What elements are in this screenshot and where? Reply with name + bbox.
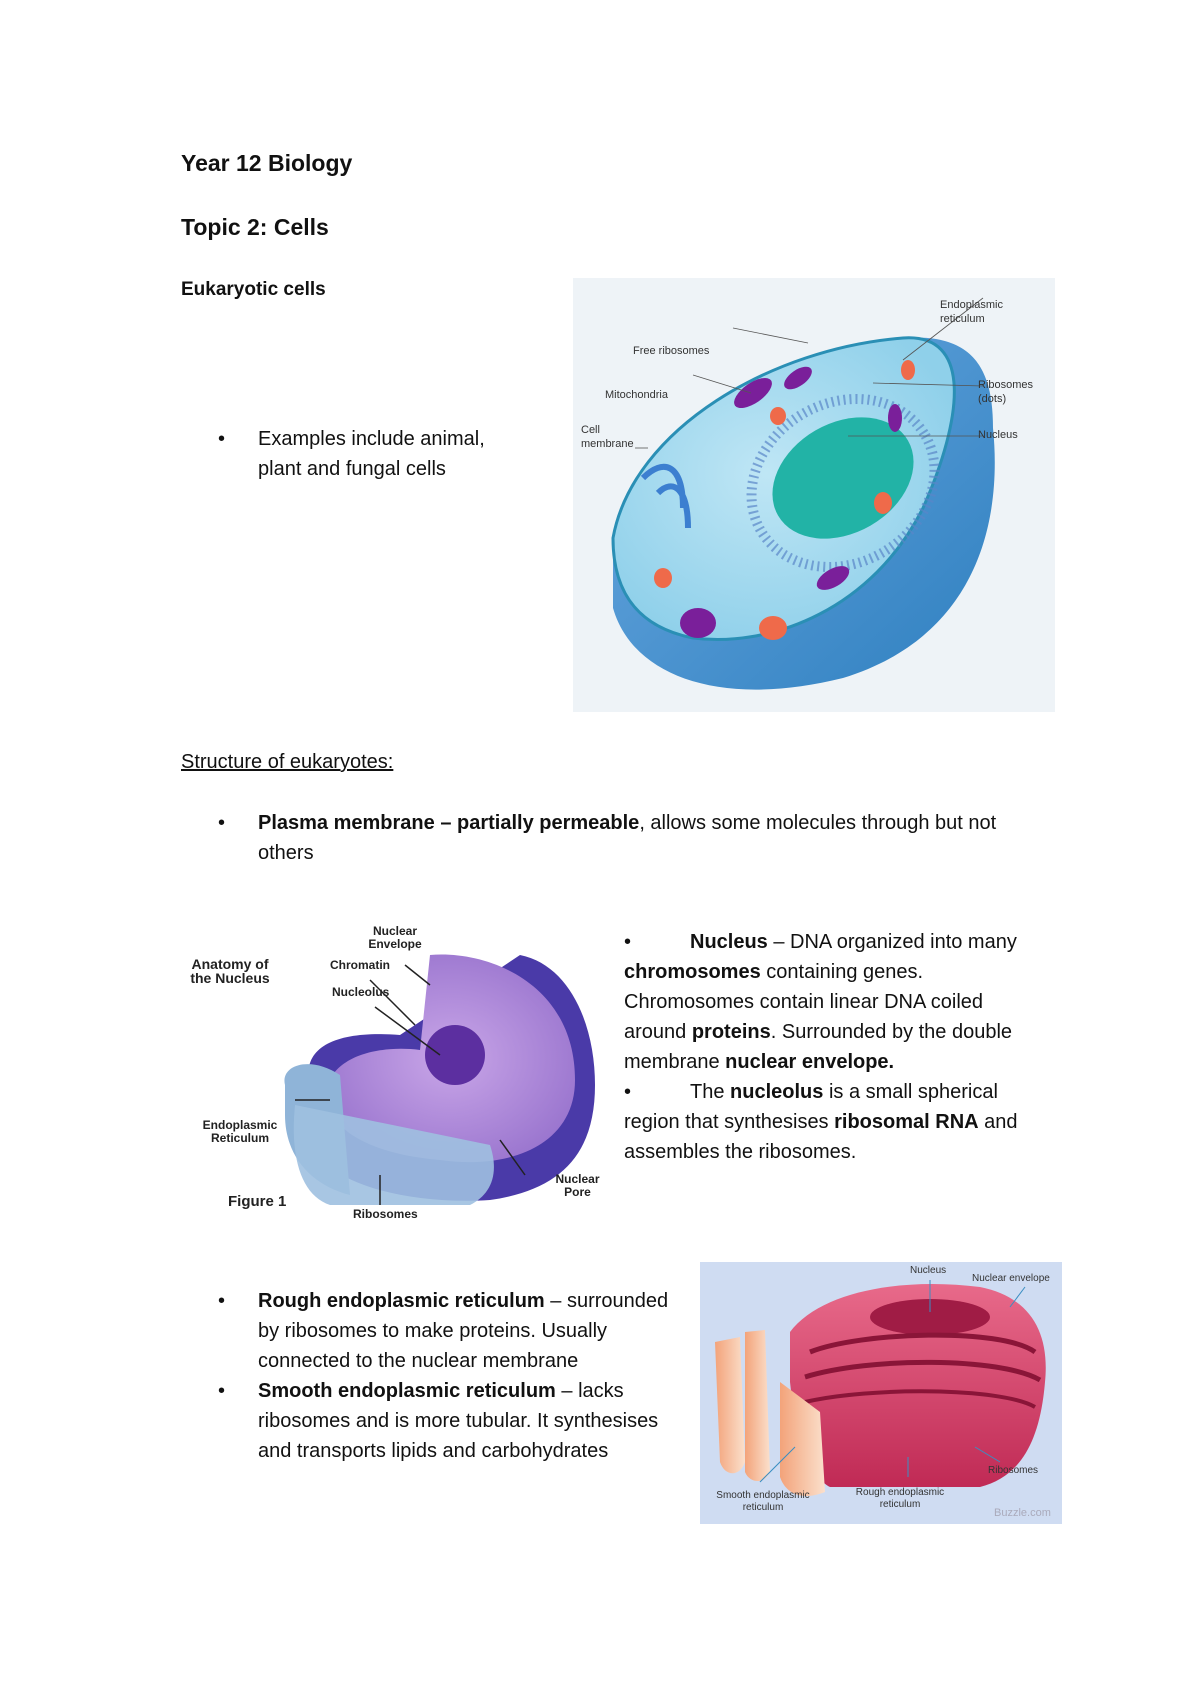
bullet: • xyxy=(624,931,632,953)
nucleus-anatomy-diagram: Anatomy of the Nucleus Nuclear Envelope … xyxy=(190,915,620,1225)
list-item: Examples include animal, plant and funga… xyxy=(218,424,518,484)
label-chromatin: Chromatin xyxy=(330,958,390,972)
label-smooth-er: Smooth endoplasmic reticulum xyxy=(716,1490,810,1513)
text-span: and assembles the ribosomes. xyxy=(624,1111,1018,1163)
term-nucleus: Nucleus xyxy=(690,931,768,953)
er-list: Rough endoplasmic reticulum – surrounded… xyxy=(218,1286,688,1466)
section-heading-eukaryotic: Eukaryotic cells xyxy=(181,279,326,300)
er-illustration xyxy=(715,1280,1046,1497)
term-smooth-er: Smooth endoplasmic reticulum xyxy=(258,1380,556,1402)
label-nucleus: Nucleus xyxy=(910,1265,947,1276)
term-plasma-membrane: Plasma membrane – partially permeable xyxy=(258,812,640,834)
label-nuclear-envelope: Nuclear Envelope xyxy=(368,924,422,951)
label-endoplasmic-reticulum: Endoplasmic Reticulum xyxy=(202,1118,278,1145)
cell-illustration xyxy=(611,297,995,690)
label-cell-membrane: Cell membrane xyxy=(581,424,634,450)
term-ribosomal-rna: ribosomal RNA xyxy=(834,1111,979,1133)
label-nuclear-envelope: Nuclear envelope xyxy=(972,1273,1050,1284)
nucleus-description: • Nucleus – DNA organized into many chrom… xyxy=(624,927,1034,1167)
label-rough-er: Rough endoplasmic reticulum xyxy=(855,1487,945,1510)
term-proteins: proteins xyxy=(691,1021,771,1043)
smooth-er-description: – lacks ribosomes and is more tubular. I… xyxy=(258,1380,659,1462)
text-span: . Surrounded by the double membrane xyxy=(624,1021,1013,1073)
figure-caption: Figure 1 xyxy=(228,1193,287,1210)
list-item-smooth-er: Smooth endoplasmic reticulum – lacks rib… xyxy=(218,1376,688,1466)
text-span: containing genes. Chromosomes contain li… xyxy=(624,961,984,1043)
term-nuclear-envelope: nuclear envelope. xyxy=(725,1051,895,1073)
label-ribosomes: Ribosomes (dots) xyxy=(978,379,1034,405)
structure-heading: Structure of eukaryotes: xyxy=(181,751,394,773)
label-nucleolus: Nucleolus xyxy=(332,985,390,999)
label-endoplasmic-reticulum: Endoplasmic reticulum xyxy=(940,299,1003,325)
plasma-membrane-list: Plasma membrane – partially permeable, a… xyxy=(218,808,1008,868)
plasma-membrane-description: , allows some molecules through but not … xyxy=(258,812,997,864)
nucleus-diagram-title: Anatomy of the Nucleus xyxy=(190,956,270,986)
text-span: – DNA organized into many xyxy=(767,931,1017,953)
label-ribosomes: Ribosomes xyxy=(988,1465,1039,1476)
bullet: • xyxy=(624,1081,632,1103)
document-title: Year 12 Biology xyxy=(181,150,353,176)
list-item-rough-er: Rough endoplasmic reticulum – surrounded… xyxy=(218,1286,688,1376)
label-nucleus: Nucleus xyxy=(978,429,1018,441)
nucleus-illustration xyxy=(284,954,595,1205)
label-free-ribosomes: Free ribosomes xyxy=(633,345,710,357)
list-item: Plasma membrane – partially permeable, a… xyxy=(218,808,1008,868)
list-item-nucleus: • Nucleus – DNA organized into many chrom… xyxy=(624,927,1034,1077)
term-rough-er: Rough endoplasmic reticulum xyxy=(258,1290,545,1312)
rough-er-description: – surrounded by ribosomes to make protei… xyxy=(258,1290,669,1372)
text-span: The xyxy=(690,1081,731,1103)
endoplasmic-reticulum-diagram: Nucleus Nuclear envelope Ribosomes Smoot… xyxy=(700,1262,1062,1524)
list-item-nucleolus: • The nucleolus is a small spherical regi… xyxy=(624,1077,1034,1167)
label-nuclear-pore: Nuclear Pore xyxy=(555,1172,600,1199)
eukaryotic-cell-diagram: Endoplasmic reticulum Free ribosomes Mit… xyxy=(573,278,1055,712)
term-chromosomes: chromosomes xyxy=(624,961,761,983)
topic-heading: Topic 2: Cells xyxy=(181,214,329,240)
examples-list: Examples include animal, plant and funga… xyxy=(218,424,518,484)
label-ribosomes: Ribosomes xyxy=(353,1207,418,1221)
image-credit: Buzzle.com xyxy=(994,1507,1051,1519)
term-nucleolus: nucleolus xyxy=(730,1081,824,1103)
text-span: is a small spherical region that synthes… xyxy=(624,1081,998,1133)
label-mitochondria: Mitochondria xyxy=(605,389,668,401)
